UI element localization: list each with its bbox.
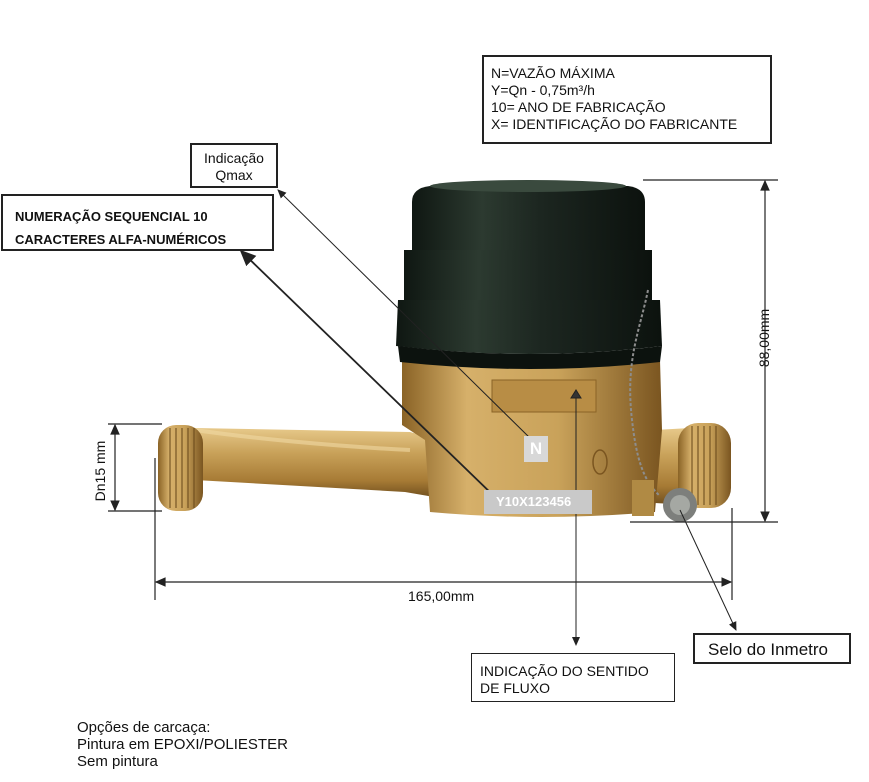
leader-flow [570, 389, 582, 646]
legend-line-x: X= IDENTIFICAÇÃO DO FABRICANTE [491, 116, 738, 132]
qmax-line1: Indicação [204, 150, 264, 166]
dimension-diameter [108, 423, 162, 512]
legend-line-n: N=VAZÃO MÁXIMA [491, 65, 615, 81]
leader-seal [679, 509, 737, 631]
flow-callout: INDICAÇÃO DO SENTIDO DE FLUXO [471, 653, 675, 702]
left-thread-fitting [158, 425, 203, 511]
sequence-callout: NUMERAÇÃO SEQUENCIAL 10 CARACTERES ALFA-… [1, 194, 274, 251]
meter-pipe [194, 428, 440, 498]
serial-mark-label: Y10X123456 [484, 490, 592, 514]
option-epoxi: Pintura em EPOXI/POLIESTER [77, 736, 288, 753]
leader-sequence [239, 249, 497, 499]
seal-label: Selo do Inmetro [708, 640, 829, 659]
options-title: Opções de carcaça: [77, 719, 211, 736]
height-dimension-label: 88,00mm [756, 308, 772, 368]
legend-line-year: 10= ANO DE FABRICAÇÃO [491, 99, 666, 115]
length-dimension-label: 165,00mm [408, 588, 475, 604]
sequence-line2: CARACTERES ALFA-NUMÉRICOS [15, 232, 227, 247]
flow-line1: INDICAÇÃO DO SENTIDO [480, 663, 649, 679]
diameter-dimension-label: Dn15 mm [92, 440, 108, 502]
option-no-paint: Sem pintura [77, 753, 158, 770]
right-thread-fitting [655, 423, 731, 508]
dimension-height [630, 179, 778, 523]
legend-line-y: Y=Qn - 0,75m³/h [491, 82, 595, 98]
flow-line2: DE FLUXO [480, 680, 551, 696]
casing-options: Opções de carcaça: Pintura em EPOXI/POLI… [77, 719, 288, 770]
dimension-length [154, 458, 733, 600]
qmax-line2: Qmax [215, 167, 253, 183]
leader-qmax [277, 189, 533, 441]
inmetro-seal [632, 480, 697, 522]
seal-callout: Selo do Inmetro [693, 633, 851, 664]
n-mark-label: N [524, 436, 548, 462]
sequence-line1: NUMERAÇÃO SEQUENCIAL 10 [15, 209, 208, 224]
legend-box: N=VAZÃO MÁXIMA Y=Qn - 0,75m³/h 10= ANO D… [482, 55, 772, 144]
register-cap [396, 180, 662, 369]
seal-wire [629, 289, 661, 497]
qmax-callout: Indicação Qmax [190, 143, 278, 188]
